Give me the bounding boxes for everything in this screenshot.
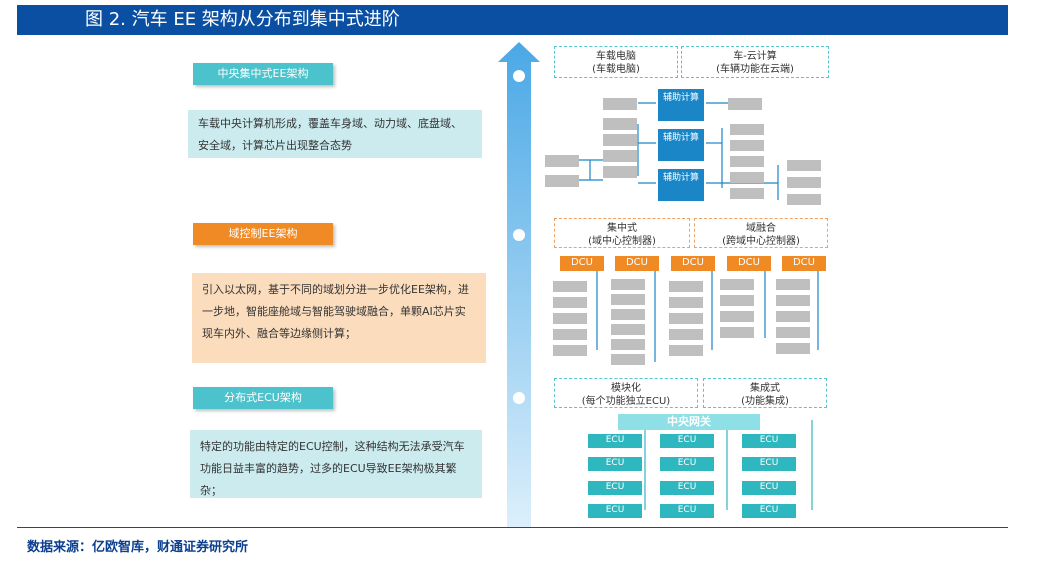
component-node <box>611 294 645 305</box>
component-node <box>553 313 587 324</box>
component-node <box>776 327 810 338</box>
ecu-box: ECU <box>660 481 714 495</box>
dcu-4: DCU <box>727 256 771 271</box>
domain-box-centralized-line2: (域中心控制器) <box>588 236 656 247</box>
component-node <box>720 327 754 338</box>
ecu-box: ECU <box>588 481 642 495</box>
bottom-rule <box>17 527 1008 528</box>
domain-box-fusion-line1: 域融合 <box>746 223 776 234</box>
component-node <box>669 297 703 308</box>
central-box-cloud: 车-云计算 (车辆功能在云端) <box>681 46 829 78</box>
distributed-box-modular-line2: (每个功能独立ECU) <box>581 396 671 407</box>
central-box-cloud-line2: (车辆功能在云端) <box>716 64 794 75</box>
component-node <box>603 134 637 146</box>
central-box-onboard-line2: (车载电脑) <box>592 64 640 75</box>
stage-desc-distributed: 特定的功能由特定的ECU控制，这种结构无法承受汽车功能日益丰富的趋势，过多的EC… <box>190 430 482 498</box>
ecu-box: ECU <box>660 504 714 518</box>
central-box-onboard: 车载电脑 (车载电脑) <box>554 46 678 78</box>
component-node <box>730 124 764 135</box>
dcu-2: DCU <box>615 256 659 271</box>
ecu-box: ECU <box>742 481 796 495</box>
source-note: 数据来源：亿欧智库，财通证券研究所 <box>27 540 249 555</box>
progression-arrow <box>498 42 540 527</box>
component-node <box>611 339 645 350</box>
component-node <box>730 156 764 167</box>
component-node <box>603 166 637 178</box>
ecu-box: ECU <box>588 457 642 471</box>
component-node <box>787 160 821 171</box>
component-node <box>728 98 762 110</box>
component-node <box>545 155 579 167</box>
component-node <box>669 345 703 356</box>
component-node <box>720 279 754 290</box>
component-node <box>776 343 810 354</box>
component-node <box>720 295 754 306</box>
distributed-box-modular-line1: 模块化 <box>611 383 641 394</box>
stage-label-domain: 域控制EE架构 <box>193 223 333 245</box>
figure-title: 图 2. 汽车 EE 架构从分布到集中式进阶 <box>17 5 1008 35</box>
central-box-cloud-line1: 车-云计算 <box>733 51 777 62</box>
component-node <box>776 311 810 322</box>
central-gateway: 中央网关 <box>618 414 760 430</box>
component-node <box>787 194 821 205</box>
dcu-5: DCU <box>782 256 826 271</box>
component-node <box>611 279 645 290</box>
stage-label-central: 中央集中式EE架构 <box>193 63 333 85</box>
component-node <box>669 281 703 292</box>
domain-tree-lines <box>596 271 819 362</box>
central-box-onboard-line1: 车载电脑 <box>596 51 636 62</box>
dcu-3: DCU <box>671 256 715 271</box>
aux-compute-3: 辅助计算 <box>658 169 704 201</box>
component-node <box>730 188 764 199</box>
component-node <box>720 311 754 322</box>
component-node <box>603 98 637 110</box>
component-node <box>730 172 764 183</box>
ecu-box: ECU <box>742 504 796 518</box>
distributed-box-integrated-line2: (功能集成) <box>741 396 789 407</box>
component-node <box>553 297 587 308</box>
ecu-box: ECU <box>660 434 714 448</box>
component-node <box>669 329 703 340</box>
distributed-box-modular: 模块化 (每个功能独立ECU) <box>554 378 698 408</box>
stage-desc-central: 车载中央计算机形成，覆盖车身域、动力域、底盘域、安全域，计算芯片出现整合态势 <box>188 110 482 158</box>
domain-box-centralized: 集中式 (域中心控制器) <box>554 218 690 248</box>
component-node <box>553 281 587 292</box>
distributed-box-integrated-line1: 集成式 <box>750 383 780 394</box>
aux-compute-1: 辅助计算 <box>658 89 704 121</box>
component-node <box>730 140 764 151</box>
domain-box-fusion-line2: (跨域中心控制器) <box>722 236 800 247</box>
component-node <box>669 313 703 324</box>
component-node <box>611 309 645 320</box>
domain-box-fusion: 域融合 (跨域中心控制器) <box>694 218 828 248</box>
ecu-box: ECU <box>660 457 714 471</box>
stage-desc-domain: 引入以太网，基于不同的域划分进一步优化EE架构，进一步地，智能座舱域与智能驾驶域… <box>192 273 486 363</box>
component-node <box>776 279 810 290</box>
ecu-box: ECU <box>742 457 796 471</box>
component-node <box>553 329 587 340</box>
component-node <box>545 175 579 187</box>
stage-label-distributed: 分布式ECU架构 <box>193 387 333 409</box>
component-node <box>787 177 821 188</box>
domain-box-centralized-line1: 集中式 <box>607 223 637 234</box>
distributed-box-integrated: 集成式 (功能集成) <box>703 378 827 408</box>
component-node <box>611 354 645 365</box>
aux-compute-2: 辅助计算 <box>658 129 704 161</box>
component-node <box>611 324 645 335</box>
dcu-1: DCU <box>560 256 604 271</box>
component-node <box>603 150 637 162</box>
component-node <box>603 118 637 130</box>
component-node <box>553 345 587 356</box>
ecu-box: ECU <box>588 434 642 448</box>
component-node <box>776 295 810 306</box>
ecu-box: ECU <box>588 504 642 518</box>
ecu-box: ECU <box>742 434 796 448</box>
